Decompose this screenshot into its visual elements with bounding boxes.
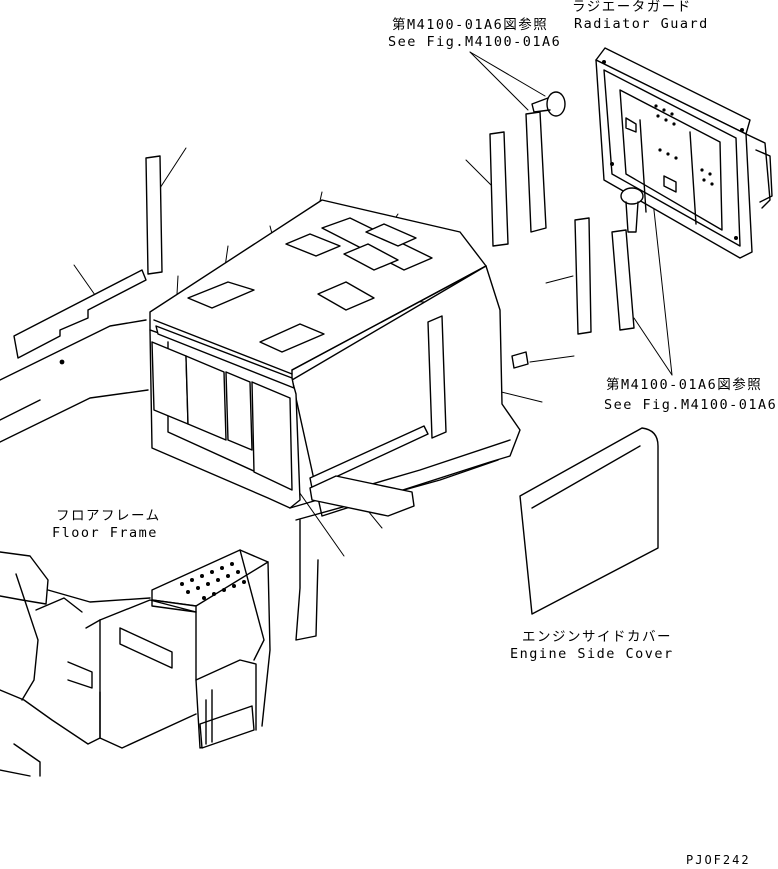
floor-frame-label-jp: フロアフレーム <box>56 508 161 524</box>
front-panel-3 <box>225 371 253 451</box>
hood-lower-pad <box>309 475 415 517</box>
ref-top-label-en: See Fig.M4100-01A6 <box>388 34 561 50</box>
bolt-upper <box>531 91 566 117</box>
seal-strip-lower-left <box>574 217 592 335</box>
front-panel-2 <box>185 355 227 441</box>
bolt-lower <box>620 187 644 233</box>
machine-body <box>0 551 197 777</box>
drawing-code: PJOF242 <box>686 853 751 867</box>
radiator-guard <box>595 47 773 259</box>
small-pad <box>511 351 529 369</box>
ref-right-label-jp: 第M4100-01A6図参照 <box>606 376 762 393</box>
hood-side-strip-vertical <box>427 315 447 439</box>
vertical-strip-left <box>145 155 163 275</box>
front-panel-1 <box>151 341 189 425</box>
ref-right-label-en: See Fig.M4100-01A6 <box>604 397 777 413</box>
floor-frame-label-en: Floor Frame <box>52 525 158 541</box>
hood-pad-2 <box>259 323 325 353</box>
bottom-seal-left <box>13 269 147 359</box>
step-ladder <box>151 549 271 749</box>
ref-top-label-jp: 第M4100-01A6図参照 <box>392 16 548 33</box>
hood-side-strip-horizontal <box>309 425 429 489</box>
hood-pad-7 <box>317 281 375 311</box>
seal-strip-upper-right <box>525 111 547 233</box>
radiator-guard-label-en: Radiator Guard <box>574 16 709 32</box>
hood-pad-3 <box>285 233 341 257</box>
hood-pad-6 <box>343 243 399 271</box>
seal-strip-upper-left <box>489 131 509 247</box>
hood-pad-5 <box>365 223 417 247</box>
hood-pad-1 <box>187 281 255 309</box>
radiator-guard-label-jp: ラジエータガード <box>572 0 692 15</box>
front-panel-4 <box>251 381 293 491</box>
engine-side-cover-label-jp: エンジンサイドカバー <box>522 629 672 645</box>
seal-strip-lower-right <box>611 229 635 331</box>
engine-side-cover-label-en: Engine Side Cover <box>510 646 674 662</box>
floor-frame-outline <box>0 319 149 443</box>
front-top-strip <box>155 325 295 389</box>
engine-side-cover <box>519 427 659 615</box>
